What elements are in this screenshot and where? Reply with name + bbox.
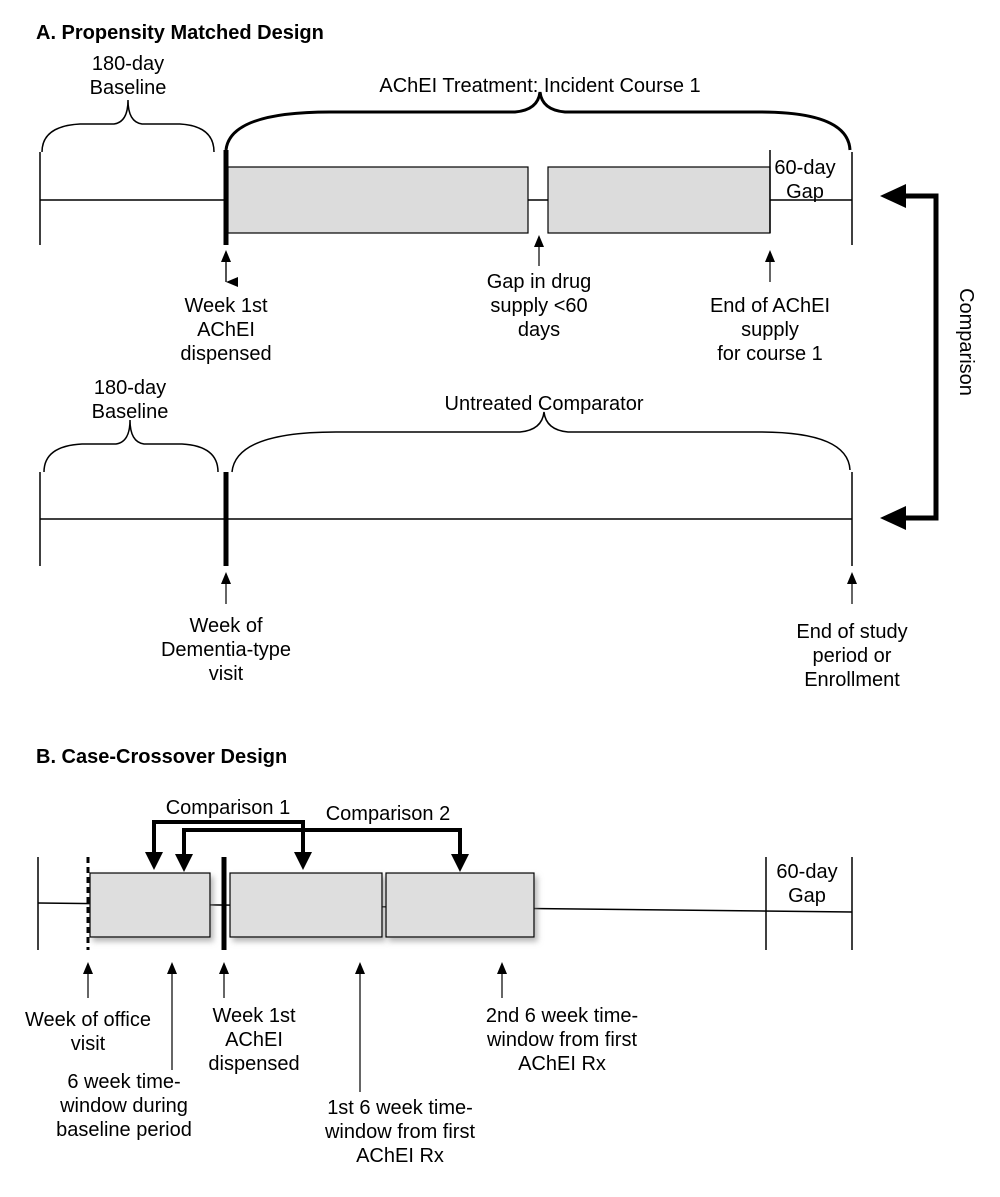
comparison2-label: Comparison 2: [325, 803, 451, 825]
office-visit-label: Week of office visit: [25, 1009, 151, 1055]
comparator-brace: [231, 411, 851, 473]
treatment-course-label: AChEI Treatment: Incident Course 1: [379, 75, 701, 97]
window1-label: 1st 6 week time- window from first AChEI…: [324, 1097, 476, 1167]
start-arrowhead: [221, 572, 231, 584]
untreated-comparator-label: Untreated Comparator: [444, 393, 644, 415]
comparison-bracket: [880, 184, 939, 530]
baseline-brace: [43, 419, 219, 473]
window2-label: 2nd 6 week time- window from first AChEI…: [485, 1005, 639, 1075]
treatment-brace: [224, 91, 852, 151]
treated-start-label: Week 1st AChEI dispensed: [180, 295, 272, 365]
baseline-window-box: [89, 872, 211, 938]
comparison1-bracket: [152, 820, 305, 854]
case-crossover-gap-label: 60-day Gap: [776, 861, 838, 907]
treatment-period-box-1: [227, 166, 529, 234]
treated-start-arrowhead: [221, 250, 231, 262]
panel-b-timeline: [37, 820, 853, 1092]
panel-b-heading: B. Case-Crossover Design: [36, 746, 288, 768]
supply-end-arrowhead: [765, 250, 775, 262]
case-crossover-start-label: Week 1st AChEI dispensed: [208, 1005, 300, 1075]
dementia-visit-label: Week of Dementia-type visit: [160, 615, 292, 685]
comparison2-bracket: [182, 828, 462, 856]
treated-baseline-label: 180-day Baseline: [89, 53, 167, 99]
comparison-label: Comparison: [955, 288, 977, 396]
baseline-window-label: 6 week time- window during baseline peri…: [56, 1071, 192, 1141]
window1-box: [229, 872, 383, 938]
end-arrowhead: [847, 572, 857, 584]
supply-end-label: End of AChEI supply for course 1: [709, 295, 831, 365]
comparison1-label: Comparison 1: [165, 797, 291, 819]
treatment-period-box-2: [547, 166, 771, 234]
panel-a-treated-timeline: [39, 91, 853, 287]
panel-a-untreated-timeline: [39, 411, 857, 604]
window2-box: [385, 872, 535, 938]
panel-a-heading: A. Propensity Matched Design: [36, 22, 324, 44]
untreated-baseline-label: 180-day Baseline: [91, 377, 169, 423]
study-end-label: End of study period or Enrollment: [796, 621, 908, 691]
baseline-brace: [41, 99, 215, 153]
treated-gap-label: 60-day Gap: [774, 157, 836, 203]
drug-gap-arrowhead: [534, 235, 544, 247]
drug-gap-label: Gap in drug supply <60 days: [486, 271, 592, 341]
